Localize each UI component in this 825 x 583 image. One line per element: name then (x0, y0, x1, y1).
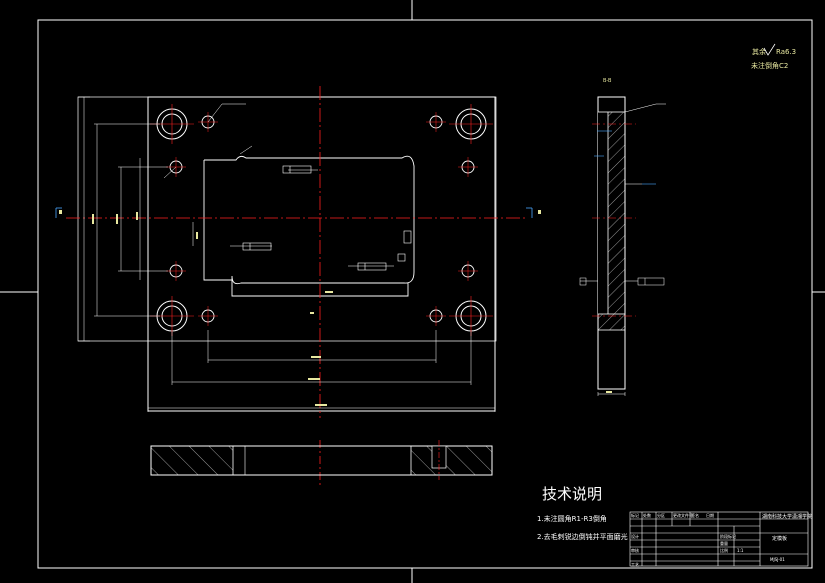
header-date: 日期 (706, 512, 714, 518)
meta-weight: 重量 (720, 540, 728, 546)
guide-hole-bottom-right (449, 296, 493, 336)
meta-scale: 比例 (720, 547, 728, 553)
side-view (150, 440, 493, 480)
tech-note-1: 1.未注圆角R1-R3倒角 (537, 514, 607, 523)
roughness-symbol-icon (763, 43, 776, 56)
title-block-text: 标记 处数 分区 更改文件号 签名 日期 设计 审核 工艺 阶段标记 重量 比例… (631, 512, 812, 567)
header-sign: 签名 (691, 512, 699, 518)
guide-hole-top-right (449, 104, 493, 144)
roughness-value: Ra6.3 (776, 48, 796, 56)
section-cut-markers (55, 207, 533, 218)
cavity-pocket-outline (204, 155, 415, 297)
tech-note-2: 2.去毛刺锐边倒钝并平面磨光 (537, 532, 628, 541)
title-block (629, 511, 809, 567)
screw-holes (169, 115, 475, 323)
tolerance-frames (242, 165, 412, 271)
section-view-bb: B-B (579, 78, 666, 396)
meta-stage: 阶段标记 (720, 533, 736, 539)
scale-value: 1:1 (737, 548, 744, 553)
roughness-prefix: 其余 (752, 47, 766, 56)
row-process: 工艺 (631, 562, 639, 567)
chamfer-note: 未注倒角C2 (751, 61, 788, 70)
tech-notes-title: 技术说明 (542, 485, 602, 503)
section-label: B-B (603, 78, 612, 84)
horizontal-dimensions (147, 330, 496, 412)
mold-frame-outline (77, 96, 497, 342)
row-review: 审核 (631, 547, 639, 553)
drawing-number: MJSJ-01 (770, 557, 785, 562)
header-zone: 分区 (657, 512, 665, 518)
plan-view (55, 86, 541, 488)
surface-roughness-note: 其余 Ra6.3 未注倒角C2 (751, 43, 796, 70)
part-name: 定模板 (772, 535, 787, 542)
school-name: 湖南科技大学潇湘学院 (762, 513, 812, 520)
header-doc: 更改文件号 (673, 512, 693, 518)
vertical-dimensions (78, 96, 194, 342)
plate-outline (147, 96, 496, 412)
dimension-text-marks (92, 212, 333, 406)
leader-lines (163, 103, 394, 267)
header-mark: 标记 (631, 512, 639, 518)
technical-notes: 技术说明 1.未注圆角R1-R3倒角 2.去毛刺锐边倒钝并平面磨光 (537, 485, 628, 541)
row-design: 设计 (631, 533, 639, 539)
header-count: 处数 (643, 512, 651, 518)
